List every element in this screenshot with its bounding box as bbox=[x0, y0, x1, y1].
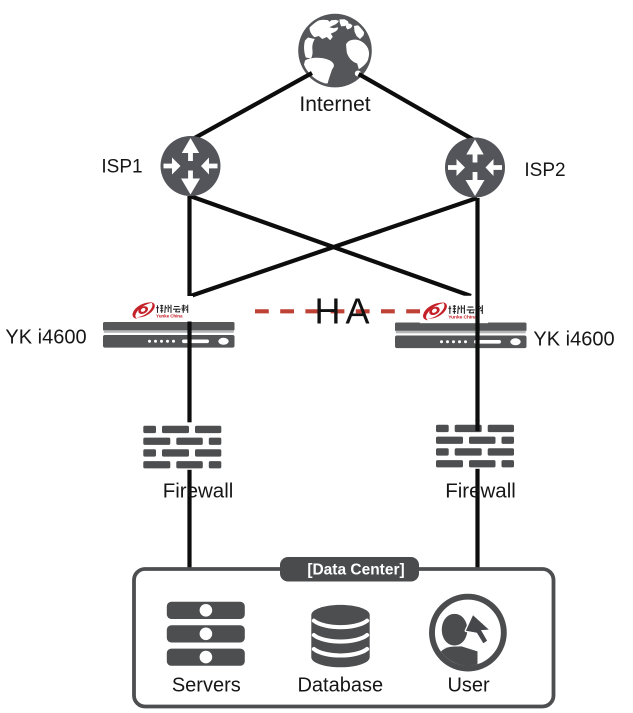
svg-text:ISP2: ISP2 bbox=[524, 160, 565, 181]
svg-text:YK i4600: YK i4600 bbox=[5, 327, 86, 349]
svg-text:YK i4600: YK i4600 bbox=[533, 329, 614, 351]
svg-text:User: User bbox=[447, 675, 490, 697]
svg-text:Firewall: Firewall bbox=[445, 480, 516, 503]
svg-text:Servers: Servers bbox=[172, 675, 241, 697]
svg-text:Firewall: Firewall bbox=[163, 480, 234, 503]
svg-text:[Data Center]: [Data Center] bbox=[307, 562, 404, 579]
svg-text:Database: Database bbox=[297, 675, 383, 697]
svg-text:ISP1: ISP1 bbox=[101, 157, 142, 178]
svg-text:Internet: Internet bbox=[299, 93, 370, 116]
svg-text:HA: HA bbox=[314, 291, 374, 332]
